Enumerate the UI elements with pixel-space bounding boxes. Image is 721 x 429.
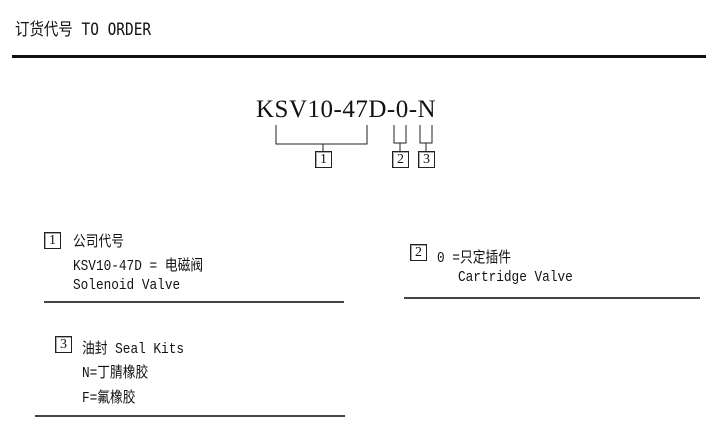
section-1-number: 1	[44, 232, 61, 249]
section-1-heading: 公司代号	[73, 234, 125, 251]
title-divider	[12, 55, 706, 58]
page-title: 订货代号 TO ORDER	[15, 20, 152, 40]
section-3-line: F=氟橡胶	[82, 390, 136, 407]
marker-2: 2	[392, 151, 409, 168]
section-2-divider	[404, 297, 700, 299]
section-1-line: Solenoid Valve	[73, 277, 181, 294]
marker-1: 1	[315, 151, 332, 168]
section-3-line: N=丁腈橡胶	[82, 365, 149, 382]
section-1-line: KSV10-47D = 电磁阀	[73, 258, 204, 275]
code-brackets	[275, 125, 433, 151]
section-3-number: 3	[55, 336, 72, 353]
section-1-divider	[44, 301, 344, 303]
marker-3: 3	[418, 151, 435, 168]
section-2-line: Cartridge Valve	[458, 269, 573, 286]
section-3-divider	[35, 415, 345, 417]
section-2-number: 2	[410, 244, 427, 261]
section-3-heading: 油封 Seal Kits	[82, 341, 185, 358]
section-2-heading: 0 =只定插件	[437, 250, 511, 267]
model-code: KSV10-47D-0-N	[256, 96, 437, 123]
